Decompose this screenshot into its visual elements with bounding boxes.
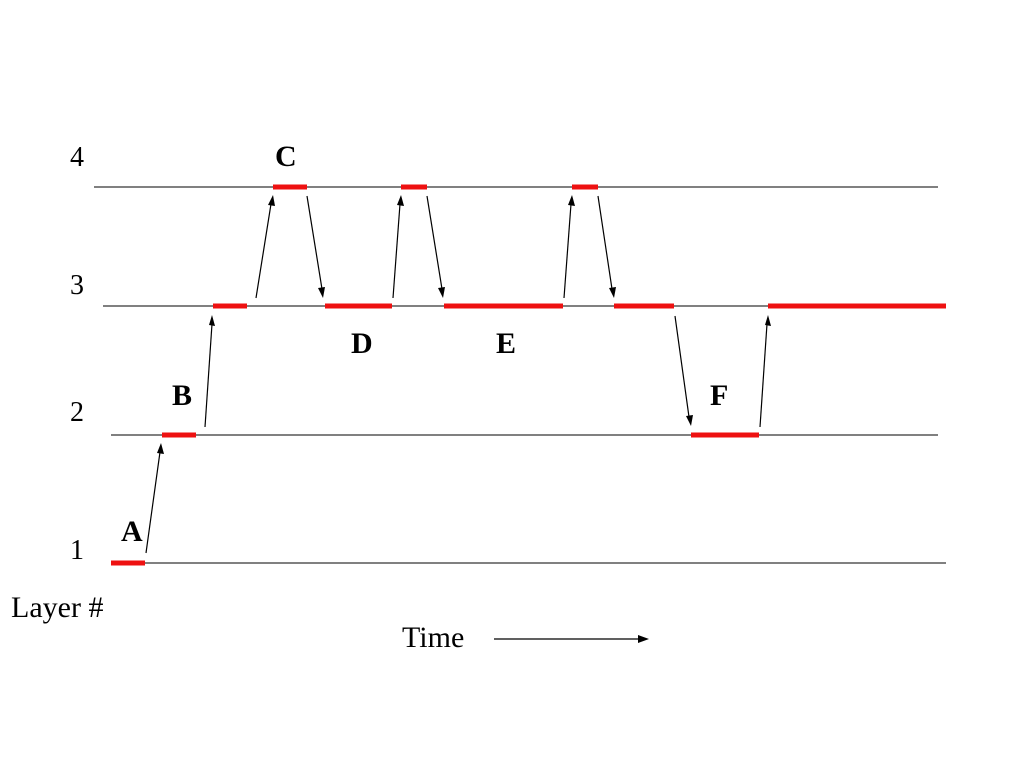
arrow-3-to-4-third	[563, 203, 572, 299]
arrowhead-2-to-3	[209, 315, 215, 326]
event-label-b: B	[172, 379, 192, 412]
layer-numbers: 4 3 2 1	[70, 142, 84, 566]
time-arrow-head	[638, 635, 649, 643]
event-label-a: A	[121, 515, 143, 548]
layer-lines	[94, 186, 946, 564]
event-label-c: C	[275, 140, 297, 173]
layer-axis-caption: Layer #	[11, 591, 103, 624]
layer-number-2: 2	[70, 397, 84, 428]
arrow-2-to-3-final	[759, 323, 768, 428]
event-label-f: F	[710, 379, 728, 412]
arrow-2-to-3	[204, 323, 213, 428]
event-label-d: D	[351, 327, 373, 360]
time-arrow-icon	[494, 635, 649, 643]
arrowhead-3-to-4-third	[568, 195, 575, 206]
layer-number-4: 4	[70, 142, 84, 173]
arrow-4-to-3-second	[426, 195, 443, 290]
arrowhead-4-to-3-first	[318, 287, 325, 298]
activity-segments	[111, 184, 946, 566]
layer-number-3: 3	[70, 270, 84, 301]
layer-number-1: 1	[70, 535, 84, 566]
arrowhead-4-to-3-third	[609, 287, 616, 298]
arrow-4-to-3-third	[597, 195, 613, 290]
transition-arrows	[145, 195, 771, 554]
arrowhead-4-to-3-second	[438, 287, 445, 298]
arrowhead-3-to-2	[686, 415, 693, 426]
time-axis-caption: Time	[402, 621, 464, 654]
arrow-3-to-2	[674, 315, 690, 418]
arrowhead-3-to-4-first	[268, 195, 275, 206]
arrowhead-1-to-2	[157, 443, 164, 454]
arrow-4-to-3-first	[306, 195, 323, 290]
arrowhead-2-to-3-final	[765, 315, 771, 326]
arrow-3-to-4-first	[255, 203, 272, 299]
arrow-3-to-4-second	[392, 203, 401, 299]
event-label-e: E	[496, 327, 516, 360]
event-labels: A B C D E F	[121, 140, 728, 548]
arrow-1-to-2	[145, 451, 161, 554]
arrowhead-3-to-4-second	[397, 195, 404, 206]
